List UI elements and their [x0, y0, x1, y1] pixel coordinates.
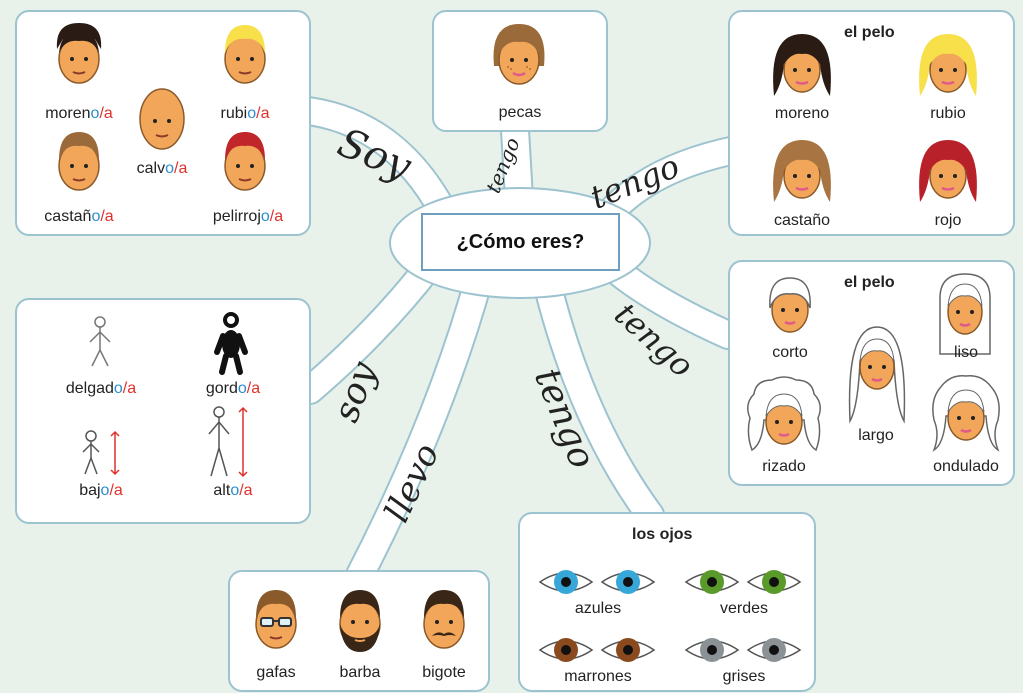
label-gordo: gordo/a [205, 380, 261, 397]
label-verdes: verdes [719, 600, 769, 617]
woman-dark-hair-icon [773, 34, 831, 96]
label-barba: barba [339, 664, 381, 681]
label-bigote: bigote [422, 664, 466, 681]
label-moreno: moreno/a [45, 105, 113, 122]
label-bajo: bajo/a [79, 482, 123, 499]
brown-eyes-icon [538, 638, 656, 662]
fat-person-icon [214, 312, 248, 375]
label-corto: corto [772, 344, 808, 361]
face-beard-icon [339, 590, 381, 652]
label-grises: grises [722, 668, 766, 685]
label-delgado: delgado/a [65, 380, 137, 397]
short-person-icon [82, 430, 120, 476]
face-glasses-icon [255, 590, 297, 649]
grey-eyes-icon [684, 638, 802, 662]
woman-wavy-hair-icon [932, 375, 1000, 452]
face-blond-hair-icon [224, 25, 266, 84]
label-largo: largo [858, 427, 894, 444]
hair-type-title: el pelo [844, 274, 895, 291]
hair-color-adjectives-panel: moreno/a rubio/a calvo/a castaño/a pelir… [15, 10, 311, 236]
eyes-title: los ojos [632, 526, 693, 543]
label-rubio: rubio/a [220, 105, 270, 122]
body-adjectives-panel: delgado/a gordo/a bajo/a alto/a [15, 298, 311, 524]
green-eyes-icon [684, 570, 802, 594]
face-freckles-icon [493, 24, 545, 85]
woman-long-hair-icon [848, 326, 906, 424]
hair-color-title: el pelo [844, 24, 895, 41]
label-rizado: rizado [762, 458, 806, 475]
woman-blond-hair-icon [919, 34, 977, 96]
face-dark-hair-icon [56, 23, 102, 84]
label-ondulado: ondulado [933, 458, 999, 475]
face-brown-hair-icon [58, 132, 100, 191]
label-liso: liso [953, 344, 978, 361]
face-bald-icon [139, 88, 185, 150]
label-calvo: calvo/a [136, 160, 188, 177]
woman-brown-hair-icon [773, 140, 831, 202]
label-pelo-castano: castaño [773, 212, 831, 229]
hair-color-panel: el pelo moreno [728, 10, 1015, 236]
woman-straight-hair-icon [939, 273, 991, 355]
label-pelo-rojo: rojo [934, 212, 962, 229]
label-pelo-rubio: rubio [930, 105, 966, 122]
center-question: ¿Cómo eres? [421, 213, 620, 271]
label-pelirrojo: pelirrojo/a [212, 208, 284, 225]
label-gafas: gafas [256, 664, 296, 681]
label-pelo-moreno: moreno [774, 105, 830, 122]
face-mustache-icon [423, 590, 465, 649]
pecas-panel: pecas [432, 10, 608, 132]
tall-person-icon [208, 406, 248, 478]
label-castano: castaño/a [44, 208, 114, 225]
label-marrones: marrones [564, 668, 632, 685]
woman-curly-hair-icon [747, 376, 821, 452]
face-red-hair-icon [224, 132, 266, 191]
woman-short-hair-icon [769, 277, 811, 333]
thin-person-icon [89, 316, 111, 367]
eyes-panel: los ojos azules verdes marrones [518, 512, 816, 692]
hair-type-panel: el pelo [728, 260, 1015, 486]
label-azules: azules [574, 600, 622, 617]
woman-red-hair-icon [919, 140, 977, 202]
accessories-panel: gafas barba bigote [228, 570, 490, 692]
label-alto: alto/a [213, 482, 253, 499]
blue-eyes-icon [538, 570, 656, 594]
label-pecas: pecas [498, 104, 542, 121]
